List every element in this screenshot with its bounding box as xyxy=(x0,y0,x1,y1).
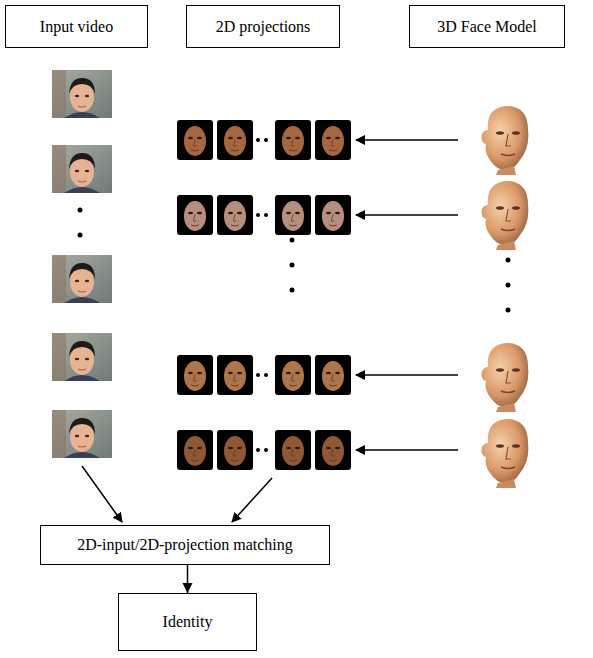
output-box: Identity xyxy=(118,593,257,651)
flow-arrow xyxy=(183,565,193,593)
header-box: Input video xyxy=(5,5,148,48)
box-label: 2D projections xyxy=(210,18,317,36)
box-label: Identity xyxy=(157,613,219,631)
header-box: 2D projections xyxy=(186,5,340,48)
box-label: 2D-input/2D-projection matching xyxy=(71,536,299,554)
box-label: 3D Face Model xyxy=(431,18,543,36)
box-label: Input video xyxy=(34,18,119,36)
header-box: 3D Face Model xyxy=(409,5,565,48)
process-box: 2D-input/2D-projection matching xyxy=(40,525,330,565)
